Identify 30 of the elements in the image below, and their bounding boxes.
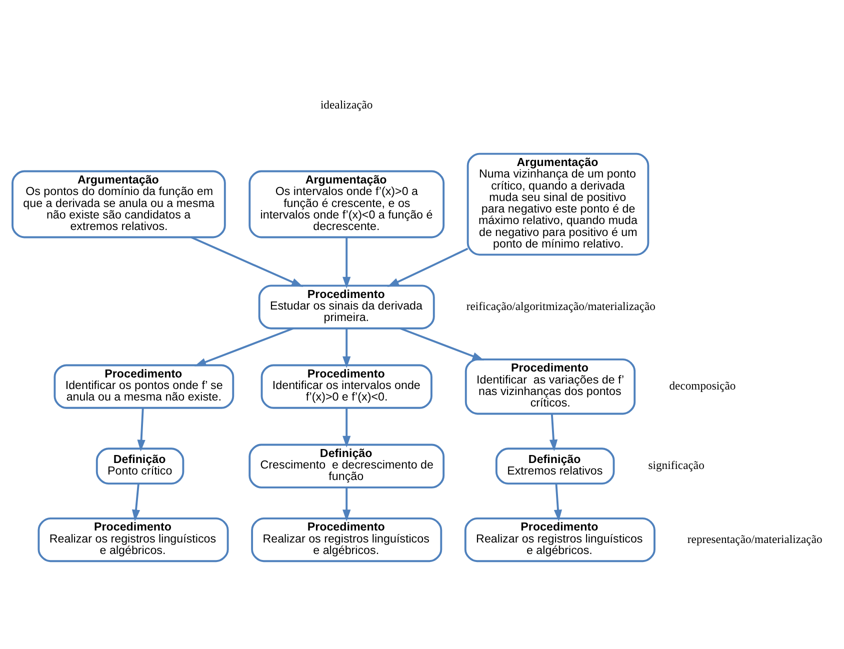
arrow xyxy=(549,414,558,452)
arrow xyxy=(342,328,351,368)
arrow xyxy=(342,487,351,522)
node-box: Definição Ponto crítico xyxy=(96,448,184,485)
label: idealização xyxy=(320,98,373,112)
label: decomposição xyxy=(669,380,736,393)
node-box: Procedimento Identificar os pontos onde f’ se anula ou a mesma não existe. xyxy=(54,364,234,409)
label: representação/materialização xyxy=(687,532,822,546)
node-box: Definição Crescimento e decrescimento de função xyxy=(248,444,445,488)
arrow xyxy=(132,484,140,522)
node-box: Argumentação Os pontos do domínio da função em que a derivada se anula ou a mesma não existe são candidatos a extremos relativos. xyxy=(12,170,226,238)
node-box: Definição Extremos relativos xyxy=(495,448,615,485)
arrow xyxy=(342,408,351,448)
node-box: Argumentação Os intervalos onde f’(x)>0 a função é crescente, e os intervalos onde f’(x)<0 a função é decrescente. xyxy=(248,170,445,238)
arrow xyxy=(387,248,468,287)
label: reificação/algoritmização/materialização xyxy=(466,300,656,314)
label: significação xyxy=(648,459,704,472)
node-box: Procedimento Realizar os registros linguísticos e algébricos. xyxy=(251,517,442,562)
node-box: Procedimento Realizar os registros linguísticos e algébricos. xyxy=(38,517,229,562)
arrow xyxy=(137,408,146,452)
node-box: Argumentação Numa vizinhança de um ponto crítico, quando a derivada muda seu sinal de positivo para negativo este ponto é de máximo relativo, quando muda de negativo para positivo é um ponto de mínimo relativo. xyxy=(466,152,650,256)
arrow xyxy=(554,484,562,522)
node-box: Procedimento Identificar as variações de f’ nas vizinhanças dos pontos críticos. xyxy=(464,358,636,415)
arrow xyxy=(190,236,304,287)
node-box: Procedimento Identificar os intervalos onde f’(x)>0 e f’(x)<0. xyxy=(260,364,432,409)
node-box: Procedimento Realizar os registros linguísticos e algébricos. xyxy=(464,517,656,562)
node-box: Procedimento Estudar os sinais da derivada primeira. xyxy=(258,284,435,330)
arrow xyxy=(342,237,351,289)
arrow xyxy=(194,328,294,366)
arrow xyxy=(400,328,484,360)
